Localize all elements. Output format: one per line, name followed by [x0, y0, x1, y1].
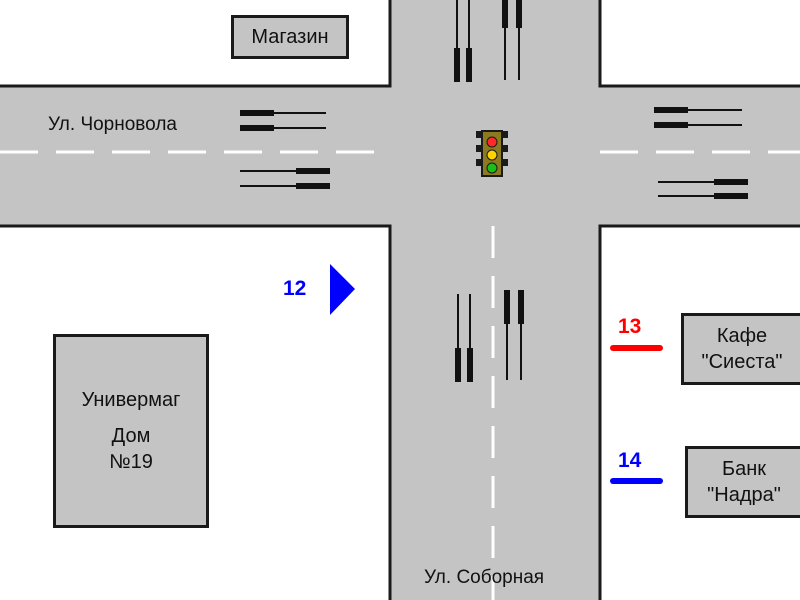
- marker-14-bar: [610, 478, 663, 484]
- building-shop: Магазин: [231, 15, 349, 59]
- traffic-stream-north-right: [502, 0, 522, 80]
- vertical-road: [390, 0, 600, 600]
- traffic-light-icon: [476, 130, 508, 177]
- traffic-stream-north-left: [454, 0, 472, 82]
- building-cafe-line1: Кафе: [716, 325, 768, 347]
- traffic-stream-west-lower: [240, 168, 330, 189]
- building-store-line3: №19: [109, 451, 153, 473]
- building-store-line2: Дом: [111, 425, 151, 447]
- traffic-stream-west-upper: [240, 110, 326, 131]
- traffic-stream-east-upper: [654, 107, 742, 128]
- marker-13-label: 13: [618, 315, 642, 338]
- marker-13-bar: [610, 345, 663, 351]
- traffic-stream-south-left: [455, 294, 473, 382]
- lane-markings: [0, 150, 800, 600]
- building-bank-line1: Банк: [721, 458, 767, 480]
- marker-14-label: 14: [618, 449, 642, 472]
- traffic-stream-south-right: [504, 290, 524, 380]
- building-shop-label: Магазин: [251, 26, 329, 48]
- street-label-chornovola: Ул. Чорновола: [48, 114, 177, 135]
- building-cafe: Кафе "Сиеста": [681, 313, 800, 385]
- building-bank-line2: "Надра": [707, 484, 781, 506]
- building-bank: Банк "Надра": [685, 446, 800, 518]
- marker-12-arrow-icon: [330, 264, 355, 315]
- marker-12-label: 12: [283, 277, 307, 300]
- building-department-store: Универмаг Дом №19: [53, 334, 209, 528]
- building-cafe-line2: "Сиеста": [701, 351, 783, 373]
- building-store-line1: Универмаг: [81, 389, 181, 411]
- street-label-sobornaya: Ул. Соборная: [424, 567, 545, 588]
- traffic-stream-east-lower: [658, 179, 748, 199]
